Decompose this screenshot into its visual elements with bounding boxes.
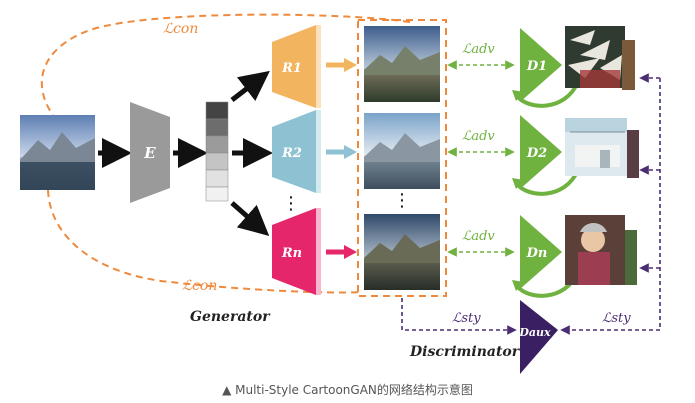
style-to-d2-arrow <box>515 169 580 196</box>
discriminator-d1-label: D1 <box>526 59 547 74</box>
style-loss-left-label: ℒsty <box>452 311 481 326</box>
decoder-rn <box>272 208 316 295</box>
adv-loss-1-label: ℒadv <box>462 42 495 57</box>
latent-stack <box>205 101 229 202</box>
encoder-label: E <box>143 144 156 162</box>
style-loss-left-path <box>401 298 517 335</box>
style-to-d1-arrow <box>515 81 580 108</box>
decoder-rn-label: Rn <box>281 246 302 261</box>
discriminator-aux <box>520 300 558 374</box>
discriminator-aux-label: Daux <box>518 326 551 339</box>
generated-image-n <box>364 214 440 290</box>
generator-label: Generator <box>190 309 270 325</box>
decoder-r1 <box>272 25 316 108</box>
style-image-n <box>565 215 637 285</box>
content-loss-top-label: ℒcon <box>163 21 198 37</box>
discriminator-d2-label: D2 <box>526 146 547 161</box>
generated-ellipsis: ⋮ <box>393 190 411 211</box>
adv-loss-n-label: ℒadv <box>462 229 495 244</box>
arrow-latent-to-r1 <box>230 70 270 102</box>
generated-image-1 <box>364 26 440 102</box>
discriminator-dn-label: Dn <box>526 246 548 261</box>
decoder-ellipsis: ⋮ <box>282 193 300 214</box>
discriminator-dn <box>520 215 562 289</box>
discriminator-label: Discriminator <box>410 344 520 360</box>
discriminator-d1 <box>520 28 562 102</box>
generated-images-box <box>357 19 447 297</box>
content-loss-bottom-label: ℒcon <box>182 278 217 294</box>
encoder-block <box>130 102 170 203</box>
generated-image-2 <box>364 113 440 189</box>
arrow-latent-to-rn <box>230 201 270 236</box>
decoder-r2 <box>272 110 316 193</box>
style-image-1 <box>565 26 635 90</box>
style-loss-right-path <box>560 78 661 335</box>
discriminator-d2 <box>520 115 562 189</box>
style-image-2 <box>565 118 639 178</box>
figure-caption: ▲ Multi-Style CartoonGAN的网络结构示意图 <box>222 383 473 397</box>
decoder-r1-label: R1 <box>281 61 302 76</box>
decoder-r2-label: R2 <box>281 146 302 161</box>
adv-loss-2-label: ℒadv <box>462 129 495 144</box>
style-loss-right-label: ℒsty <box>602 311 631 326</box>
input-photo <box>20 115 95 190</box>
